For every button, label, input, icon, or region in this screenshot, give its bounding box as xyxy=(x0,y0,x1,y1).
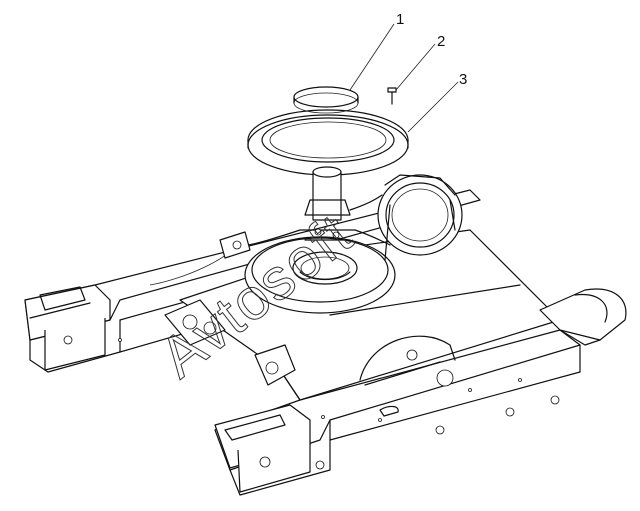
center-swivel-joint xyxy=(299,166,356,241)
leader-lines xyxy=(349,23,459,133)
part-1-seal-ring xyxy=(293,86,359,114)
callout-1-label: 1 xyxy=(396,11,404,28)
slewing-ring xyxy=(247,109,409,176)
swing-bearing-base xyxy=(244,236,396,314)
callout-labels: 1 2 3 xyxy=(396,11,467,88)
part-2-bolt xyxy=(387,87,397,105)
callout-3-label: 3 xyxy=(459,71,467,88)
beam-bracket xyxy=(219,231,251,259)
callout-2-label: 2 xyxy=(437,33,445,50)
part-3-track-coil xyxy=(377,174,463,261)
